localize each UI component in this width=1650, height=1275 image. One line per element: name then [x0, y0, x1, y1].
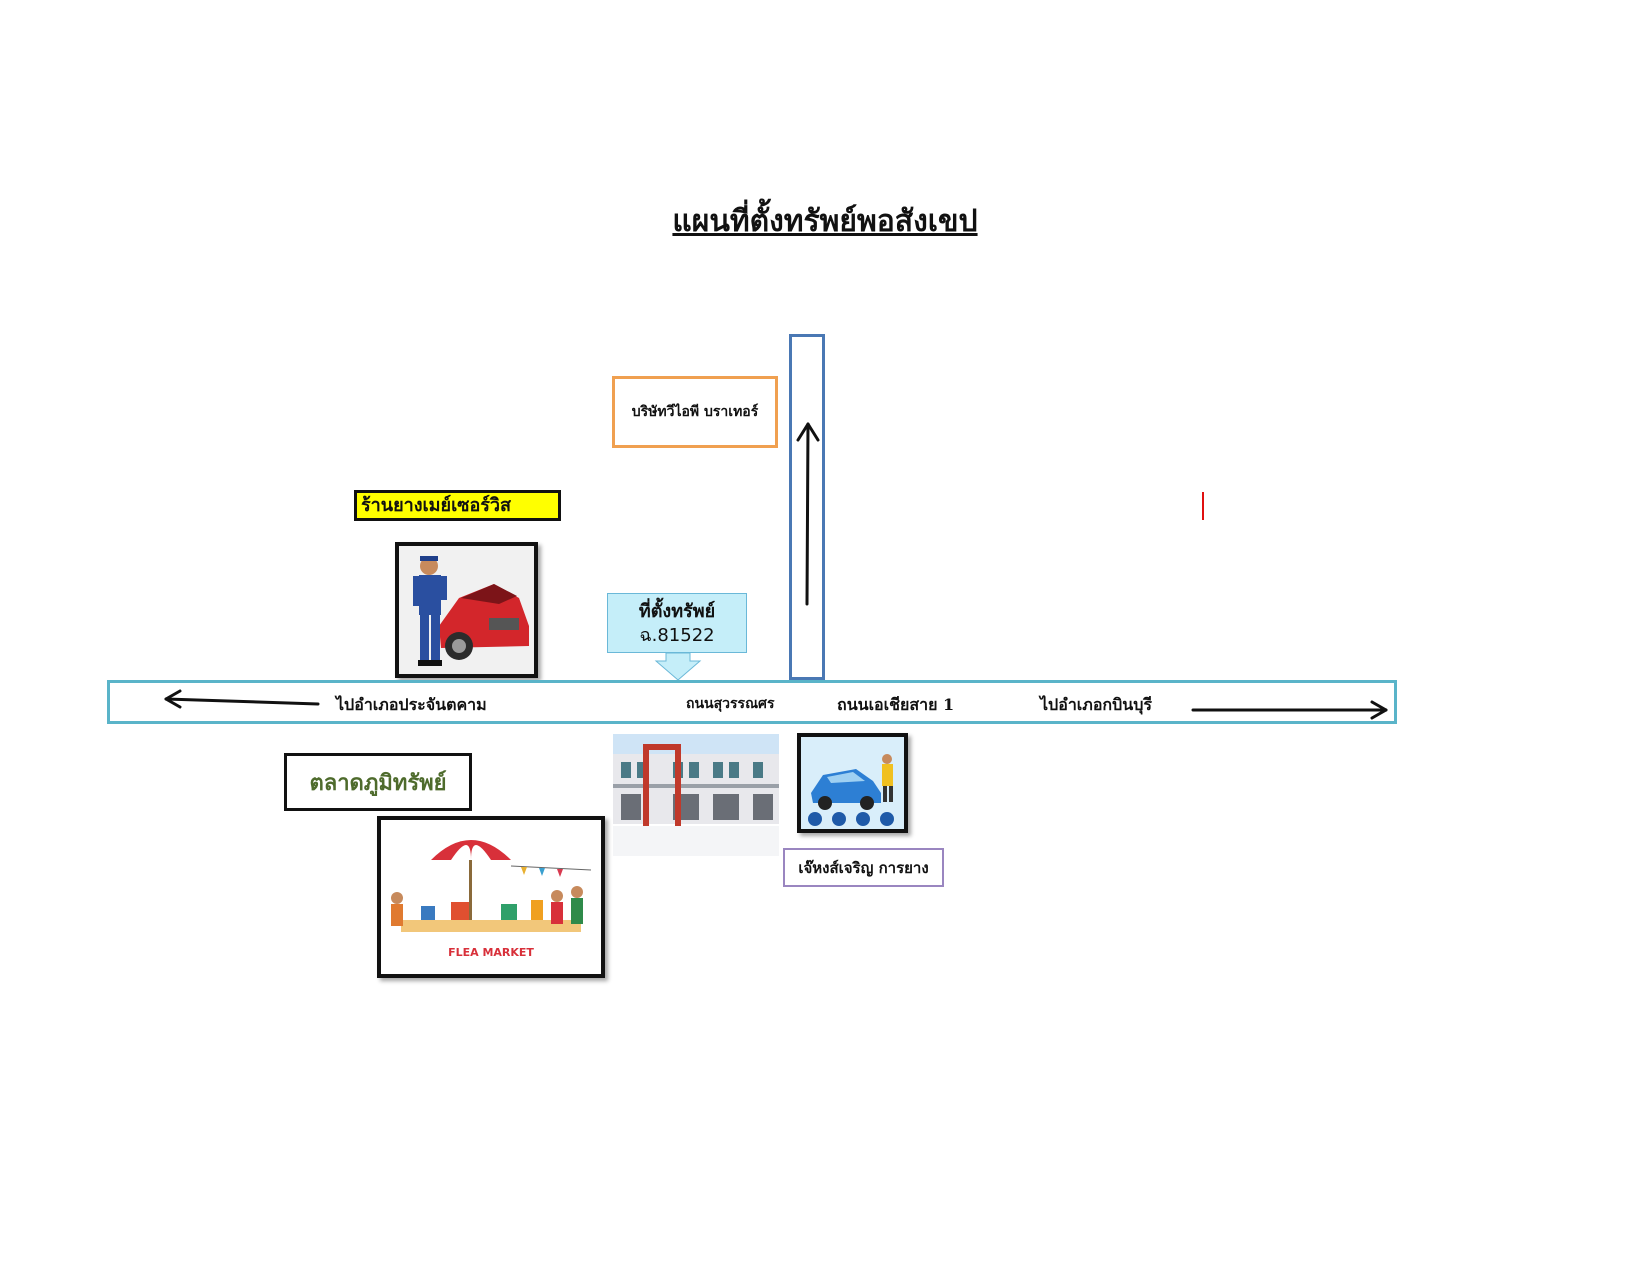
car-wash-image: [797, 733, 908, 833]
road-label-suwannason: ถนนสุวรรณศร: [686, 696, 775, 712]
map-title: แผนที่ตั้งทรัพย์พอสังเขป: [672, 204, 978, 239]
property-callout: ที่ตั้งทรัพย์ ฉ.81522: [607, 593, 747, 653]
market-label: ตลาดภูมิทรัพย์: [284, 753, 472, 811]
company-label: บริษัทวีไอพี บราเทอร์: [612, 376, 778, 448]
property-building-image: [613, 734, 779, 856]
flea-market-caption: FLEA MARKET: [448, 946, 534, 959]
mechanic-car-image: [395, 542, 538, 678]
red-marker: [1202, 492, 1204, 520]
callout-arrow-icon: [654, 653, 702, 681]
road-label-to-kabinburi: ไปอำเภอกบินบุรี: [1040, 695, 1152, 714]
flea-market-image: FLEA MARKET: [377, 816, 605, 978]
side-road: [789, 334, 825, 680]
property-label: ที่ตั้งทรัพย์: [638, 601, 716, 622]
property-deed-number: ฉ.81522: [639, 625, 715, 646]
tire-shop-label: ร้านยางเมย์เซอร์วิส: [354, 490, 561, 521]
main-road: ไปอำเภอประจันตคาม ถนนสุวรรณศร ถนนเอเชียส…: [107, 680, 1397, 724]
road-label-to-prachantakham: ไปอำเภอประจันตคาม: [336, 695, 487, 714]
car-wash-label: เจ๊หงส์เจริญ การยาง: [783, 848, 944, 887]
road-label-asia-1: ถนนเอเชียสาย 1: [837, 695, 955, 714]
